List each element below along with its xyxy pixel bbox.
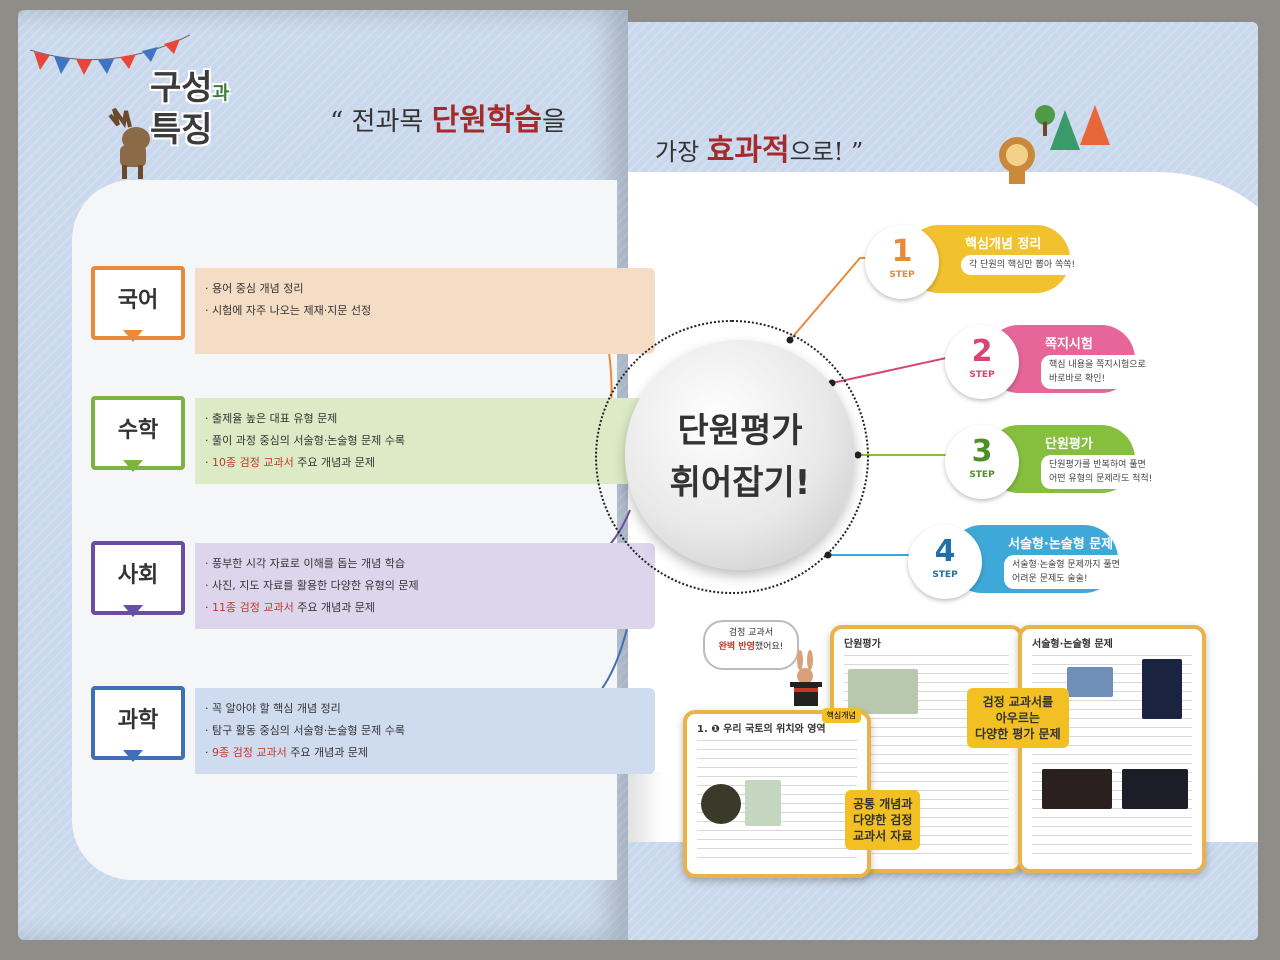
slogan-left: “ 전과목 단원학습을	[330, 103, 566, 138]
book-icon: 국어	[85, 262, 185, 352]
rabbit-in-hat-icon	[790, 650, 822, 706]
subject-label: 과학	[117, 708, 159, 733]
book-icon: 과학	[85, 682, 185, 772]
feature-item: 꼭 알아야 할 핵심 개념 정리	[205, 698, 655, 720]
centre-heading: 단원평가 휘어잡기!	[669, 411, 811, 503]
feature-item: 출제율 높은 대표 유형 문제	[205, 408, 655, 430]
feature-list: 풍부한 시각 자료로 이해를 돕는 개념 학습 사진, 지도 자료를 활용한 다…	[195, 543, 655, 619]
subject-label: 사회	[117, 563, 159, 588]
step-title: 서술형·논술형 문제	[1008, 537, 1114, 552]
feature-item: 사진, 지도 자료를 활용한 다양한 유형의 문제	[205, 575, 655, 597]
speech-bubble: 검정 교과서 완벽 반영했어요!	[703, 620, 799, 670]
feature-list: 용어 중심 개념 정리 시험에 자주 나오는 제재·지문 선정	[195, 268, 655, 322]
feature-item: 용어 중심 개념 정리	[205, 278, 655, 300]
step-badge: 3 STEP	[945, 425, 1019, 499]
thumbnail-concepts: 1. ❶ 우리 국토의 위치와 영역 핵심개념	[683, 708, 871, 878]
step-badge: 4 STEP	[908, 525, 982, 599]
subject-label: 국어	[117, 288, 159, 313]
concept-tag: 핵심개념	[821, 708, 861, 723]
night-sky-image	[1142, 659, 1182, 719]
subject-label: 수학	[117, 418, 159, 443]
korea-map-image	[745, 780, 781, 826]
step-title: 쪽지시험	[1045, 337, 1093, 352]
lion-camp-illustration	[999, 105, 1110, 184]
centre-dotted-ring	[595, 320, 869, 594]
title-line-2: 특징	[150, 110, 213, 150]
subject-band: 출제율 높은 대표 유형 문제 풀이 과정 중심의 서술형·논술형 문제 수록 …	[195, 398, 655, 484]
subject-band: 꼭 알아야 할 핵심 개념 정리 탐구 활동 중심의 서술형·논술형 문제 수록…	[195, 688, 655, 774]
globe-image	[701, 784, 741, 824]
subject-band: 용어 중심 개념 정리 시험에 자주 나오는 제재·지문 선정	[195, 268, 655, 354]
step-title: 핵심개념 정리	[965, 237, 1042, 252]
callout-common-concepts: 공통 개념과 다양한 검정 교과서 자료	[845, 790, 921, 850]
moose-icon	[108, 107, 150, 179]
feature-item: 11종 검정 교과서 주요 개념과 문제	[205, 597, 655, 619]
space-image	[1042, 769, 1112, 809]
step-badge: 2 STEP	[945, 325, 1019, 399]
slogan-right: 가장 효과적으로! ”	[655, 133, 864, 168]
step-title: 단원평가	[1045, 437, 1093, 452]
feature-item: 탐구 활동 중심의 서술형·논술형 문제 수록	[205, 720, 655, 742]
feature-list: 출제율 높은 대표 유형 문제 풀이 과정 중심의 서술형·논술형 문제 수록 …	[195, 398, 655, 474]
feature-item: 시험에 자주 나오는 제재·지문 선정	[205, 300, 655, 322]
thumbnail-essay: 서술형·논술형 문제	[1018, 625, 1206, 873]
feature-list: 꼭 알아야 할 핵심 개념 정리 탐구 활동 중심의 서술형·논술형 문제 수록…	[195, 688, 655, 764]
feature-item: 10종 검정 교과서 주요 개념과 문제	[205, 452, 655, 474]
feature-item: 9종 검정 교과서 주요 개념과 문제	[205, 742, 655, 764]
step-description: 각 단원의 핵심만 뽑아 쏙쏙!	[961, 255, 1084, 275]
star-image	[1122, 769, 1188, 809]
callout-various-tests: 검정 교과서를 아우르는 다양한 평가 문제	[967, 688, 1069, 748]
photo-image	[1067, 667, 1113, 697]
book-icon: 사회	[85, 537, 185, 627]
map-image	[848, 669, 918, 714]
centre-circle	[625, 340, 855, 570]
feature-item: 풍부한 시각 자료로 이해를 돕는 개념 학습	[205, 553, 655, 575]
book-icon: 수학	[85, 392, 185, 482]
bunting-decoration	[30, 34, 190, 75]
step-badge: 1 STEP	[865, 225, 939, 299]
subject-band: 풍부한 시각 자료로 이해를 돕는 개념 학습 사진, 지도 자료를 활용한 다…	[195, 543, 655, 629]
title-line-1: 구성과	[150, 68, 230, 108]
feature-item: 풀이 과정 중심의 서술형·논술형 문제 수록	[205, 430, 655, 452]
